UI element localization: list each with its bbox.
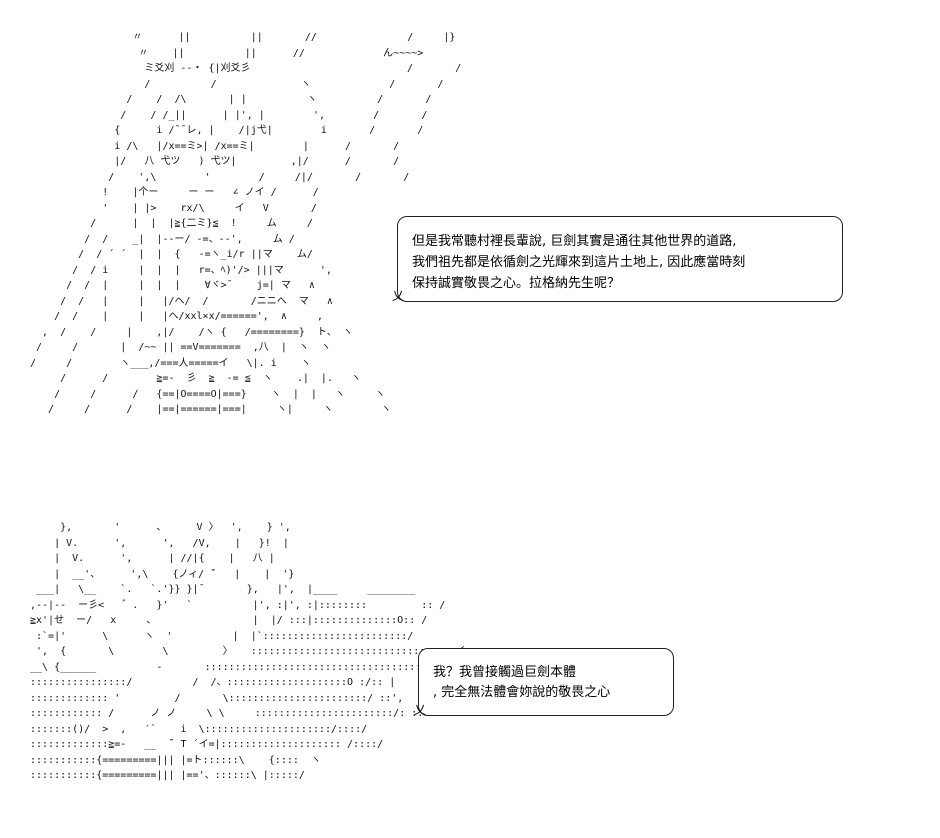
speech-line: , 完全無法體會妳說的敬畏之心 (433, 685, 611, 700)
speech-bubble-girl: 但是我常聽村裡長輩說, 巨劍其實是通往其他世界的道路, 我們祖先都是依循劍之光輝… (397, 216, 843, 302)
speech-line: 保持誠實敬畏之心。拉格納先生呢？ (412, 276, 621, 291)
speech-line: 但是我常聽村裡長輩說, 巨劍其實是通往其他世界的道路, (412, 234, 737, 249)
speech-bubble-tail: 乂 (414, 703, 427, 717)
speech-bubble-tail: 乂 (392, 289, 405, 303)
ascii-art-ragna-scene: }, ' 、 V 〉 ', } ', | V. ', ', /V, | }! |… (30, 522, 466, 781)
speech-bubble-ragna: 我？我曾接觸過巨劍本體 , 完全無法體會妳說的敬畏之心 (418, 648, 674, 716)
speech-line: 我們祖先都是依循劍之光輝來到這片土地上, 因此應當時刻 (412, 255, 746, 270)
speech-line: 我？我曾接觸過巨劍本體 (433, 665, 577, 680)
ascii-art-girl-scene: 〃 || || // / |} 〃 || || // ん~~~~> ミ爻刈 --… (30, 32, 462, 415)
